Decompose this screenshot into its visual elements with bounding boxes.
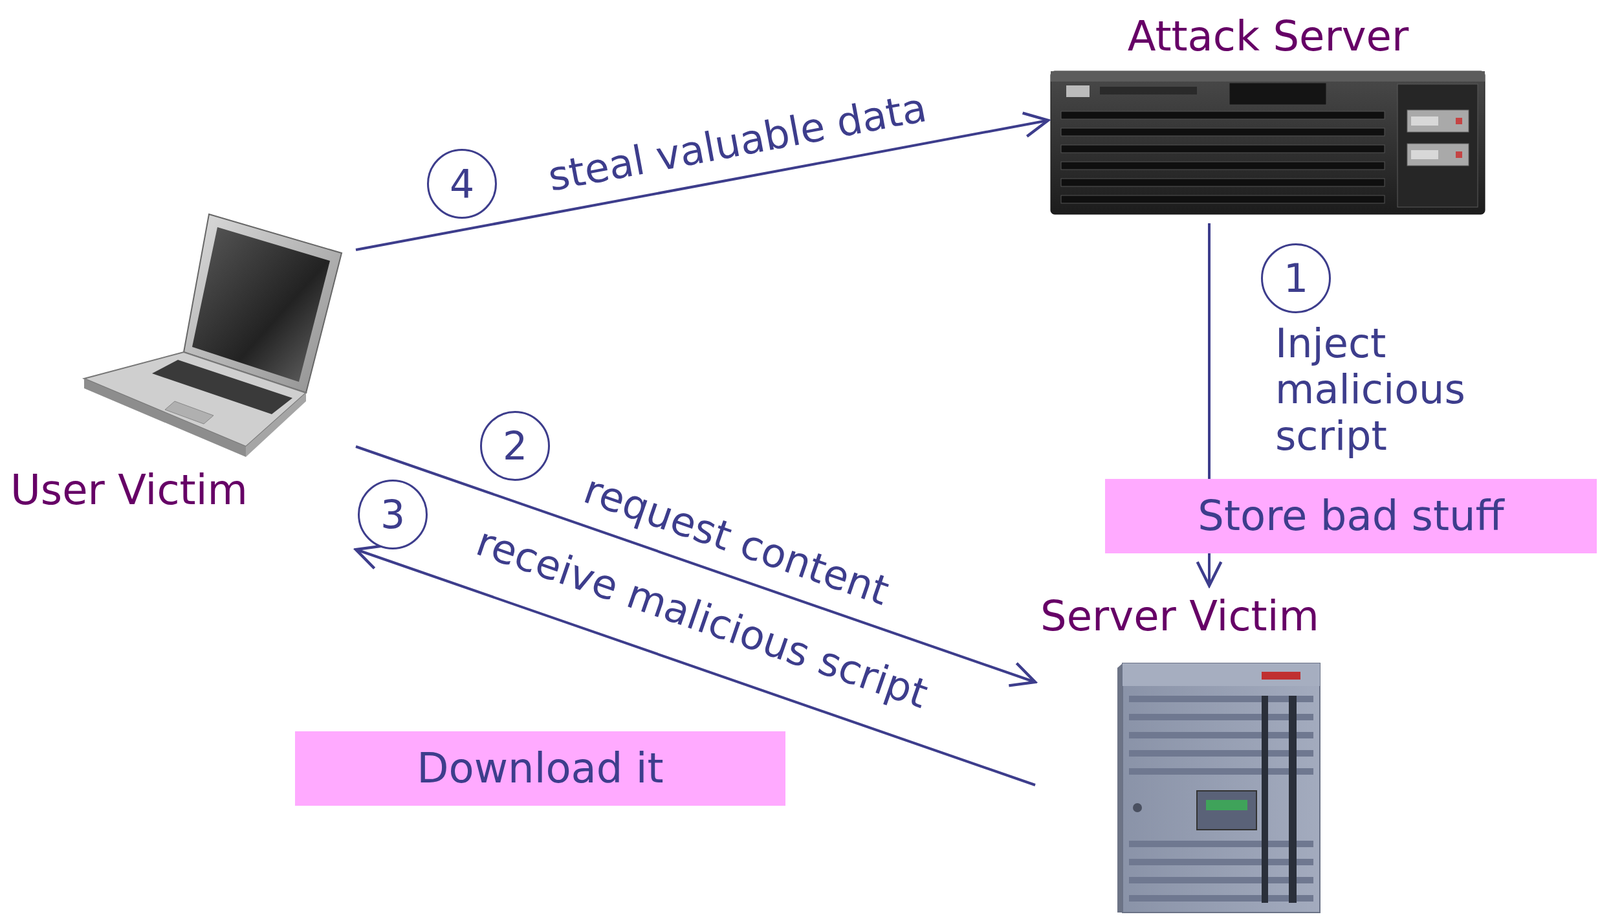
attack-server-illustration	[1050, 71, 1485, 215]
note-text: Download it	[416, 744, 664, 793]
flow-arrow	[355, 446, 1036, 682]
callout-number: 4	[427, 148, 497, 219]
server-panel	[1229, 82, 1327, 105]
tower-display	[1196, 790, 1257, 830]
callout-number: 1	[1260, 243, 1331, 314]
server-vent	[1061, 128, 1385, 136]
laptop-touchpad	[164, 401, 214, 424]
callout-number: 3	[357, 479, 428, 550]
tower-stripe	[1261, 695, 1269, 903]
tower-top	[1122, 663, 1320, 686]
tower-slat	[1128, 840, 1314, 847]
server-vent	[1061, 111, 1385, 120]
server-vent	[1061, 144, 1385, 153]
edge-label: steal valuable data	[544, 84, 931, 200]
drive-bay	[1397, 84, 1478, 208]
drive	[1407, 143, 1469, 166]
note-box: Download it	[295, 731, 786, 806]
tower-slat	[1128, 749, 1314, 757]
server-vent	[1061, 161, 1385, 170]
drive-led	[1455, 117, 1463, 125]
device-title: Attack Server	[1127, 12, 1410, 61]
tower-side	[1117, 663, 1123, 913]
server-body	[1050, 71, 1485, 215]
tower-slat	[1128, 767, 1314, 775]
server-top	[1050, 71, 1485, 82]
drive	[1407, 109, 1469, 132]
drive-handle	[1411, 116, 1439, 126]
tower-slat	[1128, 858, 1314, 866]
laptop-illustration	[84, 214, 342, 457]
server-plate	[1066, 85, 1090, 98]
tower-body	[1122, 663, 1320, 913]
laptop-node: User Victim	[6, 207, 356, 560]
tower-screen	[1205, 799, 1248, 811]
laptop-screen	[192, 227, 330, 382]
tower-slat	[1128, 876, 1314, 884]
device-title: User Victim	[10, 465, 248, 515]
note-text: Store bad stuff	[1197, 491, 1504, 541]
device-title: Server Victim	[1040, 591, 1320, 641]
server-strip	[1099, 86, 1197, 95]
tower-slat	[1128, 695, 1314, 702]
tower-stripe	[1288, 695, 1297, 903]
note-box: Store bad stuff	[1105, 478, 1597, 554]
server-vent	[1061, 178, 1385, 187]
drive-handle	[1411, 150, 1439, 160]
tower-server-illustration	[1117, 663, 1320, 913]
server-vent	[1061, 195, 1385, 204]
tower-slat	[1128, 894, 1314, 902]
drive-led	[1455, 151, 1463, 158]
callout-number: 2	[480, 410, 550, 481]
server-node: Server Victim	[1035, 585, 1327, 913]
edge-label: Inject malicious script	[1275, 320, 1476, 459]
tower-logo	[1261, 671, 1301, 680]
server-node: Attack Server	[1048, 9, 1489, 224]
tower-button	[1132, 802, 1142, 812]
tower-slat	[1128, 731, 1314, 739]
tower-slat	[1128, 713, 1314, 721]
